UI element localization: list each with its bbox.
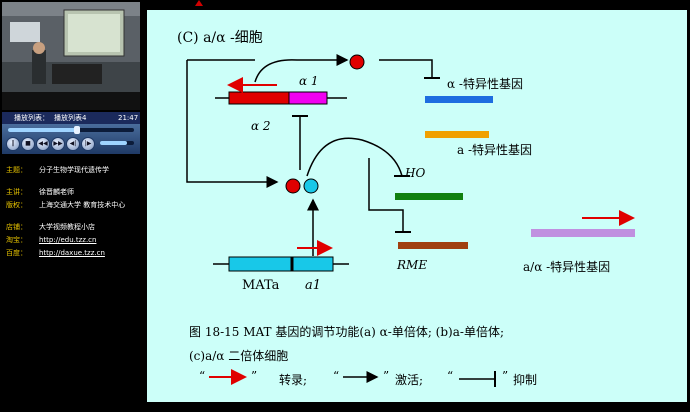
- legend-quote-close-3: ”: [502, 369, 509, 383]
- slide-heading: (C) a/α -细胞: [177, 30, 263, 46]
- stop-button[interactable]: ■: [21, 137, 35, 151]
- seek-handle[interactable]: [74, 126, 80, 134]
- a1-protein: [303, 178, 319, 194]
- legend-quote-open-2: “: [333, 369, 340, 383]
- alpha-specific-label: α -特异性基因: [447, 77, 523, 91]
- caption-line2: (c)a/α 二倍体细胞: [189, 349, 289, 363]
- alpha-specific-gene-bar: [425, 96, 493, 103]
- time-display: 21:47: [118, 114, 139, 122]
- volume-level: [100, 141, 128, 145]
- rewind-button[interactable]: ◀◀: [36, 137, 50, 151]
- legend-quote-close-1: ”: [251, 369, 258, 383]
- alpha1-label: α 1: [299, 74, 319, 88]
- top-border: [147, 0, 690, 10]
- caption-line1: 图 18-15 MAT 基因的调节功能(a) α-单倍体; (b)a-单倍体;: [189, 325, 504, 339]
- taobao-link[interactable]: http://edu.tzz.cn: [39, 236, 97, 244]
- mata-gene: [228, 256, 334, 272]
- alpha1-gene: [288, 91, 328, 105]
- legend-activate: 激活;: [395, 373, 424, 387]
- video-frame[interactable]: [2, 2, 140, 110]
- legend-quote-open-3: “: [447, 369, 454, 383]
- player-panel: 播放列表： 播放列表4 21:47 ‖ ■ ◀◀ ▶▶ ◀| |▶ 主题：分子生…: [0, 0, 142, 412]
- regulation-diagram: [186, 54, 635, 387]
- info-row-lecturer: 主讲：徐晋麟老师: [6, 188, 74, 196]
- alpha2-label: α 2: [251, 119, 271, 133]
- a-specific-label: a -特异性基因: [457, 143, 533, 157]
- a1-label: a1: [305, 278, 322, 293]
- info-row-shop: 店铺：大学视频教程小店: [6, 223, 95, 231]
- diploid-specific-label: a/α -特异性基因: [523, 260, 611, 274]
- baidu-link[interactable]: http://daxue.tzz.cn: [39, 249, 105, 257]
- previous-button[interactable]: ◀|: [66, 137, 80, 151]
- ho-gene-bar: [395, 193, 463, 200]
- next-button[interactable]: |▶: [81, 137, 95, 151]
- info-row-topic: 主题：分子生物学现代遗传学: [6, 166, 109, 174]
- playlist-name[interactable]: 播放列表4: [54, 114, 87, 122]
- info-row-copyright: 版权：上海交通大学 教育技术中心: [6, 201, 126, 209]
- diploid-specific-gene-bar: [531, 229, 635, 237]
- legend-quote-close-2: ”: [383, 369, 390, 383]
- rme-label: RME: [397, 258, 428, 272]
- rme-gene-bar: [398, 242, 468, 249]
- classroom-video: [2, 2, 140, 110]
- pause-button[interactable]: ‖: [6, 137, 20, 151]
- forward-button[interactable]: ▶▶: [51, 137, 65, 151]
- legend-quote-open-1: “: [199, 369, 206, 383]
- course-info: 主题：分子生物学现代遗传学 主讲：徐晋麟老师 版权：上海交通大学 教育技术中心 …: [2, 156, 140, 410]
- info-row-baidu[interactable]: 百度：http://daxue.tzz.cn: [6, 249, 135, 258]
- seek-bar[interactable]: [8, 126, 134, 134]
- alpha2-gene: [228, 91, 290, 105]
- alpha1-protein: [349, 54, 365, 70]
- legend-transcribe: 转录;: [279, 373, 308, 387]
- alpha2-protein: [285, 178, 301, 194]
- playlist-label[interactable]: 播放列表：: [14, 114, 49, 122]
- ho-label: HO: [405, 166, 426, 180]
- lecture-slide: (C) a/α -细胞 α 1 α 2 α -特异性基因 a -特异性基因 HO…: [147, 10, 687, 402]
- seek-progress: [8, 128, 77, 132]
- legend-inhibit: 抑制: [513, 373, 538, 387]
- volume-slider[interactable]: [100, 141, 134, 145]
- playlist-bar: 播放列表： 播放列表4 21:47: [2, 112, 140, 124]
- mata-label: MATa: [242, 278, 280, 293]
- player-controls: ‖ ■ ◀◀ ▶▶ ◀| |▶: [2, 124, 140, 154]
- info-row-taobao[interactable]: 淘宝：http://edu.tzz.cn: [6, 236, 135, 245]
- a-specific-gene-bar: [425, 131, 489, 138]
